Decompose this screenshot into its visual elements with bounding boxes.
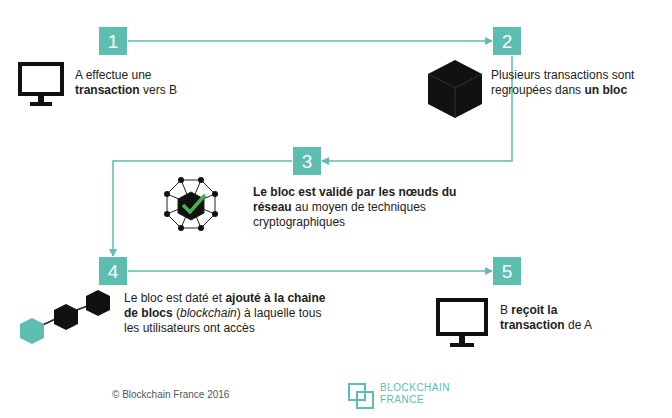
text-group: B reçoit la transaction de A (500, 303, 618, 333)
step-description: B (500, 303, 508, 317)
step-description: transaction (75, 83, 140, 97)
text-group: Le bloc est validé par les nœuds du rése… (253, 185, 481, 230)
step-number: 1 (108, 31, 119, 52)
monitor-icon (20, 64, 62, 106)
step-number: 4 (108, 261, 119, 282)
step-number-box: 4 (98, 256, 128, 286)
step-description: ( (176, 306, 180, 320)
step-description: blockchain (180, 306, 237, 320)
network-icon (164, 177, 218, 231)
chain-icon (20, 290, 110, 344)
text-group: A effectue une transaction vers B (75, 68, 197, 98)
text-group: © Blockchain France 2016 (112, 389, 332, 401)
monitor-icon (438, 300, 486, 347)
copyright-note: © Blockchain France 2016 (112, 389, 229, 400)
flow-arrow (128, 40, 492, 42)
step-description: un bloc (584, 83, 627, 97)
step-description: reçoit la transaction (500, 303, 565, 332)
step-number-box: 1 (98, 26, 128, 56)
logo-text: BLOCKCHAIN (380, 382, 470, 394)
logo-icon (349, 384, 373, 408)
step-number: 3 (302, 151, 313, 172)
cube-icon (428, 60, 482, 118)
step-number-box: 3 (292, 146, 322, 176)
step-description: Le bloc est daté et (124, 291, 222, 305)
step-number-box: 5 (492, 256, 522, 286)
step-number-box: 2 (492, 26, 522, 56)
step-description: de A (568, 318, 592, 332)
text-group: BLOCKCHAINFRANCE (380, 382, 470, 406)
step-number: 2 (502, 31, 513, 52)
flow-arrow (128, 270, 492, 272)
flow-arrow (322, 56, 512, 161)
logo-text: FRANCE (380, 394, 470, 406)
text-group: Le bloc est daté et ajouté à la chaine d… (124, 291, 334, 336)
step-description: vers B (143, 83, 177, 97)
text-group: Plusieurs transactions sont regroupées d… (491, 68, 639, 98)
step-description: A effectue une (75, 68, 152, 82)
step-number: 5 (502, 261, 513, 282)
